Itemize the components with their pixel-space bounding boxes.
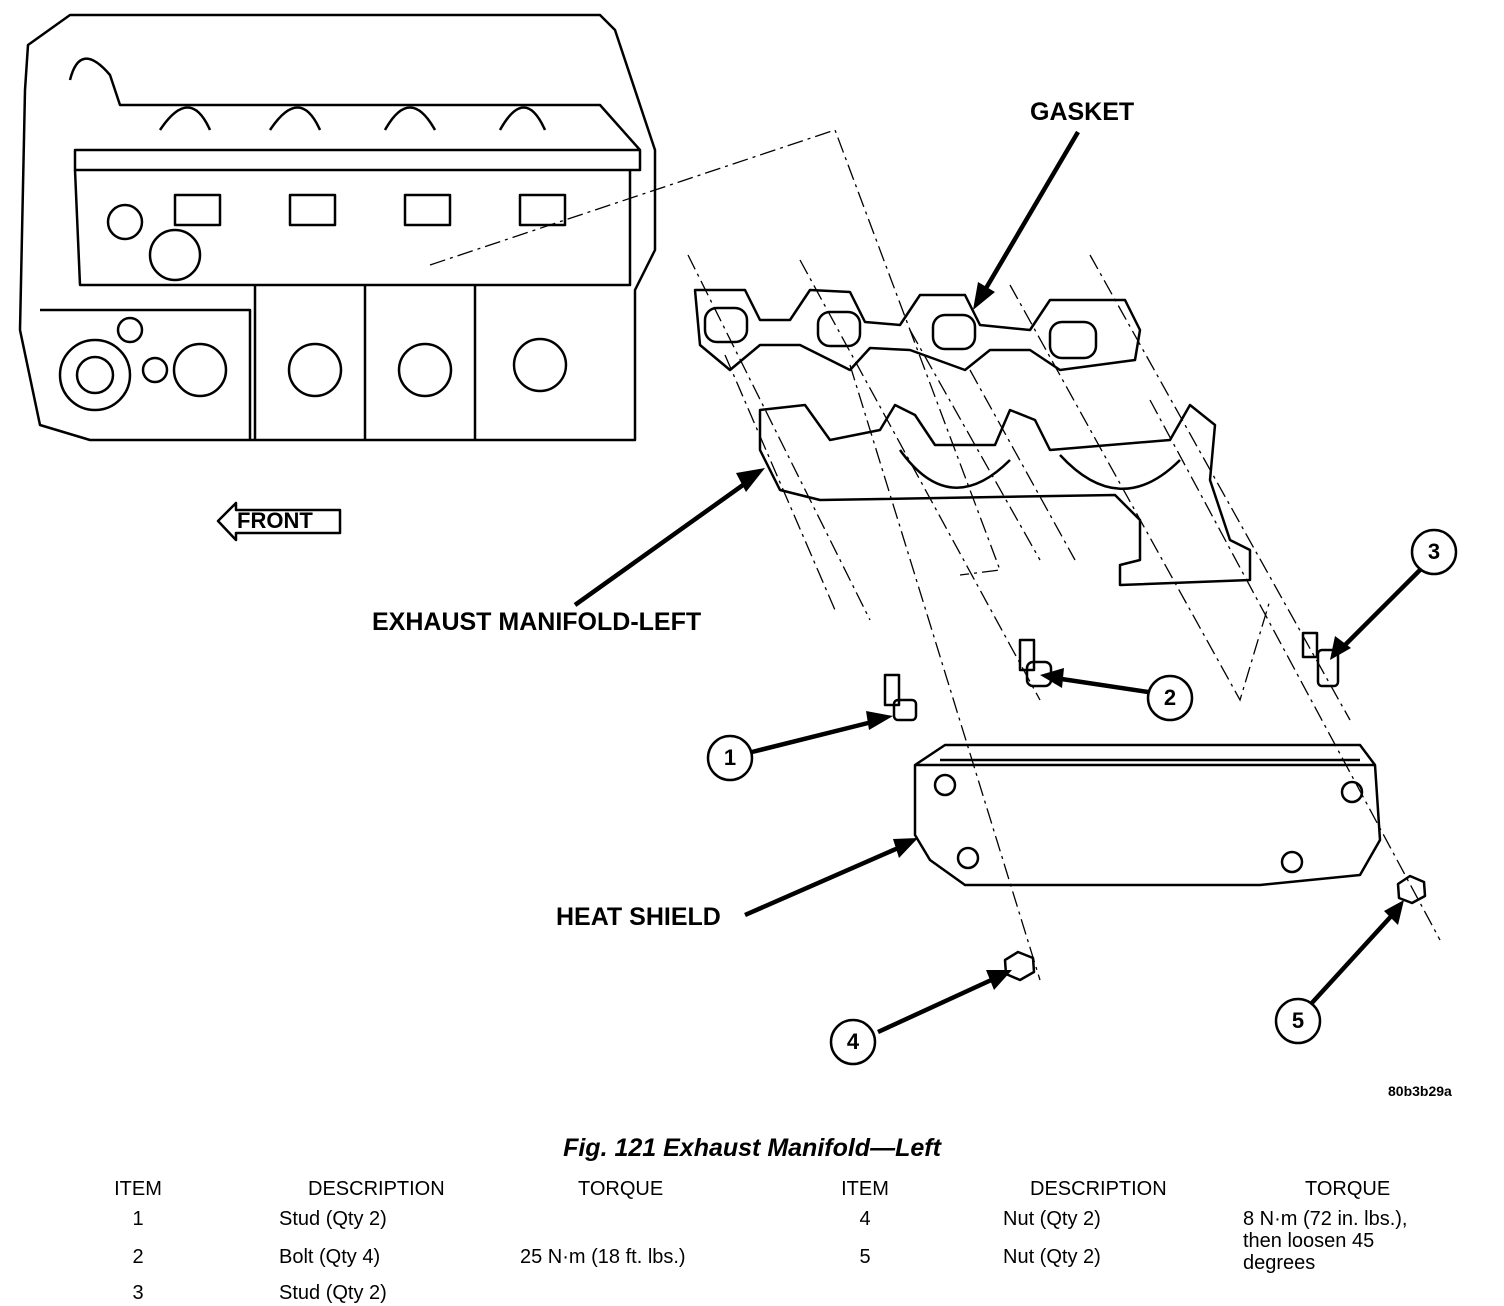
table-cell-item: 1 (132, 1208, 144, 1230)
fastener-nut-5 (1396, 874, 1427, 905)
table-cell-torque-line-2: then loosen 45 (1243, 1230, 1375, 1252)
figure-code: 80b3b29a (1388, 1083, 1452, 1099)
exhaust-manifold-part (758, 403, 1252, 587)
fastener-nut-4 (1003, 950, 1036, 982)
callout-number-1: 1 (723, 745, 737, 770)
table-cell-description: Nut (Qty 2) (1003, 1246, 1101, 1268)
fastener-stud-1 (883, 673, 918, 722)
leader-arrows (573, 130, 1422, 1035)
front-arrow (216, 501, 342, 542)
gasket-ports (703, 306, 1098, 360)
table-cell-item: 4 (859, 1208, 871, 1230)
table-cell-torque-line-3: degrees (1243, 1252, 1316, 1274)
header-torque-left: TORQUE (578, 1178, 664, 1200)
exhaust-manifold-label: EXHAUST MANIFOLD-LEFT (372, 608, 702, 636)
exploded-view-illustration (18, 13, 1458, 1066)
table-cell-description: Stud (Qty 2) (279, 1282, 387, 1304)
header-item-left: ITEM (114, 1178, 162, 1200)
gasket-label: GASKET (1030, 98, 1135, 126)
header-description-right: DESCRIPTION (1030, 1178, 1167, 1200)
header-description-left: DESCRIPTION (308, 1178, 445, 1200)
assembly-lines (429, 129, 1441, 981)
table-cell-item: 3 (132, 1282, 144, 1304)
engine-block (18, 13, 657, 442)
table-cell-torque-line-1: 8 N·m (72 in. lbs.), (1243, 1208, 1408, 1230)
header-torque-right: TORQUE (1305, 1178, 1391, 1200)
callout-number-4: 4 (846, 1029, 860, 1054)
table-cell-description: Bolt (Qty 4) (279, 1246, 381, 1268)
callout-number-3: 3 (1427, 539, 1441, 564)
callout-number-5: 5 (1291, 1008, 1305, 1033)
heat-shield-label: HEAT SHIELD (556, 903, 721, 931)
figure-caption: Fig. 121 Exhaust Manifold—Left (563, 1134, 941, 1162)
table-cell-item: 5 (859, 1246, 871, 1268)
heat-shield-part (913, 743, 1382, 887)
fastener-bolt-2 (1018, 638, 1053, 688)
callout-circles (706, 528, 1458, 1066)
table-cell-description: Nut (Qty 2) (1003, 1208, 1101, 1230)
table-cell-item: 2 (132, 1246, 144, 1268)
front-label: FRONT (237, 508, 313, 533)
callout-number-2: 2 (1163, 685, 1177, 710)
gasket-part (693, 288, 1142, 372)
fastener-stud-3 (1301, 631, 1340, 688)
header-item-right: ITEM (841, 1178, 889, 1200)
table-cell-torque: 25 N·m (18 ft. lbs.) (520, 1246, 686, 1268)
table-cell-description: Stud (Qty 2) (279, 1208, 387, 1230)
